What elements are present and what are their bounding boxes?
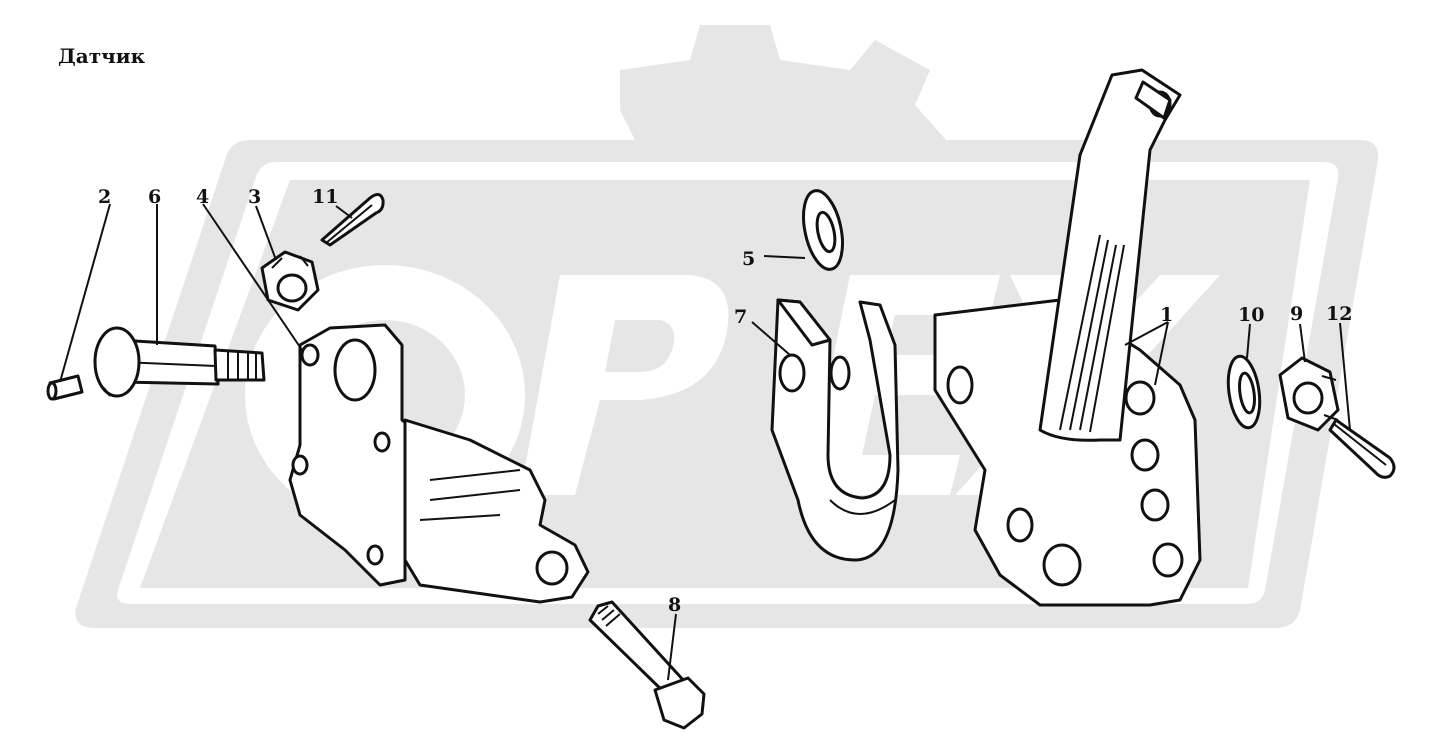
leader-7 xyxy=(751,321,791,356)
part-2-pin xyxy=(46,374,84,401)
part-11-cotter-pin xyxy=(320,193,385,247)
part-9-castle-nut xyxy=(1278,356,1340,432)
part-10-lock-washer xyxy=(1226,354,1262,430)
callout-10: 10 xyxy=(1238,304,1264,326)
leader-10 xyxy=(1246,323,1251,359)
leader-12 xyxy=(1339,322,1351,431)
part-4-bracket xyxy=(288,323,590,604)
part-7-fork xyxy=(770,298,900,562)
part-12-cotter-pin xyxy=(1328,418,1396,479)
leader-1b xyxy=(1154,321,1169,386)
callout-3: 3 xyxy=(248,186,261,208)
callout-7: 7 xyxy=(734,306,747,328)
watermark-letter-e xyxy=(805,275,1000,495)
callout-8: 8 xyxy=(668,594,681,616)
leader-11 xyxy=(335,205,353,219)
leader-9 xyxy=(1299,323,1306,363)
callout-4: 4 xyxy=(196,186,209,208)
callout-2: 2 xyxy=(98,186,111,208)
callout-11: 11 xyxy=(312,186,338,208)
part-5-washer xyxy=(802,189,844,271)
leader-3 xyxy=(255,205,277,261)
part-3-castle-nut xyxy=(260,250,320,312)
leader-8 xyxy=(667,613,677,681)
part-6-clevis-pin xyxy=(93,326,266,398)
part-8-bolt xyxy=(588,600,706,730)
leader-1a xyxy=(1124,321,1169,346)
callout-9: 9 xyxy=(1290,303,1303,325)
leader-5 xyxy=(763,255,806,259)
watermark-letter-p xyxy=(520,275,729,495)
leader-2 xyxy=(59,203,111,383)
callout-5: 5 xyxy=(742,248,755,270)
part-1-lever xyxy=(933,68,1202,607)
callout-6: 6 xyxy=(148,186,161,208)
diagram-title: Датчик xyxy=(58,44,146,68)
callout-1: 1 xyxy=(1160,304,1173,326)
callout-12: 12 xyxy=(1326,303,1352,325)
leader-4 xyxy=(202,203,303,351)
leader-lines xyxy=(59,203,1351,681)
callout-numbers: 2 6 4 3 11 5 7 1 10 9 12 8 xyxy=(98,186,1352,616)
